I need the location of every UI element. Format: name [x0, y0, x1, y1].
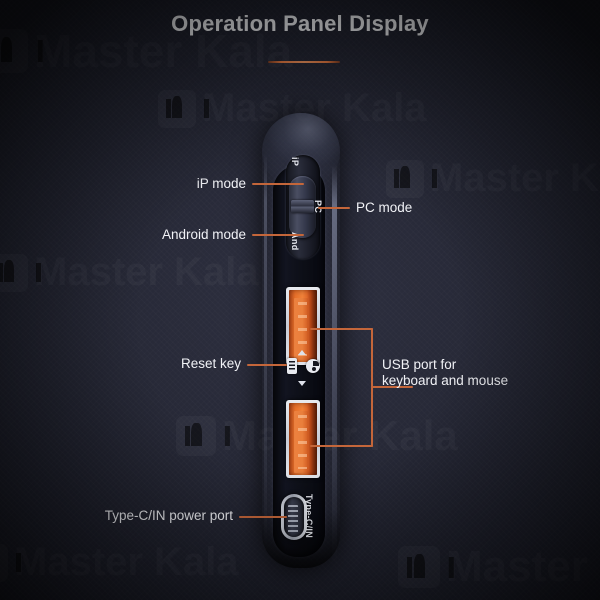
typec-pins	[288, 505, 298, 533]
callout-reset-key: Reset key	[180, 356, 241, 371]
usb-inner-shadow	[307, 403, 317, 475]
leader-line-pc-mode	[318, 207, 350, 209]
usb-symbol-icon	[306, 359, 320, 373]
usb-inner-shadow	[307, 290, 317, 362]
usb-port-bottom-inner	[289, 403, 317, 475]
watermark-logo-icon	[398, 546, 440, 588]
usb-port-bottom[interactable]	[286, 400, 320, 478]
callout-typec-port: Type-C/IN power port	[104, 508, 233, 523]
leader-line-android-mode	[252, 234, 304, 236]
device-left-highlight	[264, 153, 267, 553]
watermark-text: Master Kala	[446, 542, 600, 592]
watermark-logo-icon	[0, 254, 28, 292]
watermark-logo-icon	[0, 544, 8, 582]
triangle-up-icon	[298, 350, 306, 355]
mode-switch-knob-ridge	[291, 200, 314, 213]
watermark-text: Master Kala	[34, 250, 259, 295]
page-title: Operation Panel Display	[171, 11, 429, 36]
switch-label-ip: iP	[290, 157, 300, 167]
watermark-logo-icon	[158, 90, 196, 128]
reset-key-icon[interactable]	[287, 358, 297, 374]
watermark: Master Kala	[0, 250, 259, 295]
leader-line-usb-top	[310, 328, 373, 330]
watermark-text: Master Kala	[430, 156, 600, 201]
callout-android-mode: Android mode	[161, 227, 246, 242]
callout-usb-port-line1: USB port for	[382, 357, 457, 372]
leader-line-usb-bottom	[310, 445, 373, 447]
watermark: Master Kala	[0, 540, 239, 585]
leader-line-typec	[239, 516, 287, 518]
watermark: Master Kala	[398, 542, 600, 592]
watermark-logo-icon	[176, 416, 216, 456]
device-right-highlight	[332, 165, 337, 565]
watermark-text: Master Kala	[14, 540, 239, 585]
typec-port-marking: Type-C/IN	[304, 494, 314, 539]
callout-pc-mode: PC mode	[356, 200, 413, 215]
usb-pins	[298, 415, 307, 469]
leader-line-ip-mode	[252, 183, 304, 185]
callout-usb-port: USB port for keyboard and mouse	[382, 357, 508, 389]
title-divider	[268, 61, 340, 63]
leader-line-reset-key	[247, 364, 287, 366]
watermark: Master Kala	[386, 156, 600, 201]
watermark-logo-icon	[386, 160, 424, 198]
callout-ip-mode: iP mode	[196, 176, 246, 191]
typec-port-inner	[284, 497, 304, 537]
triangle-down-icon	[298, 381, 306, 386]
callout-usb-port-line2: keyboard and mouse	[382, 373, 509, 388]
usb-pins	[298, 302, 307, 356]
